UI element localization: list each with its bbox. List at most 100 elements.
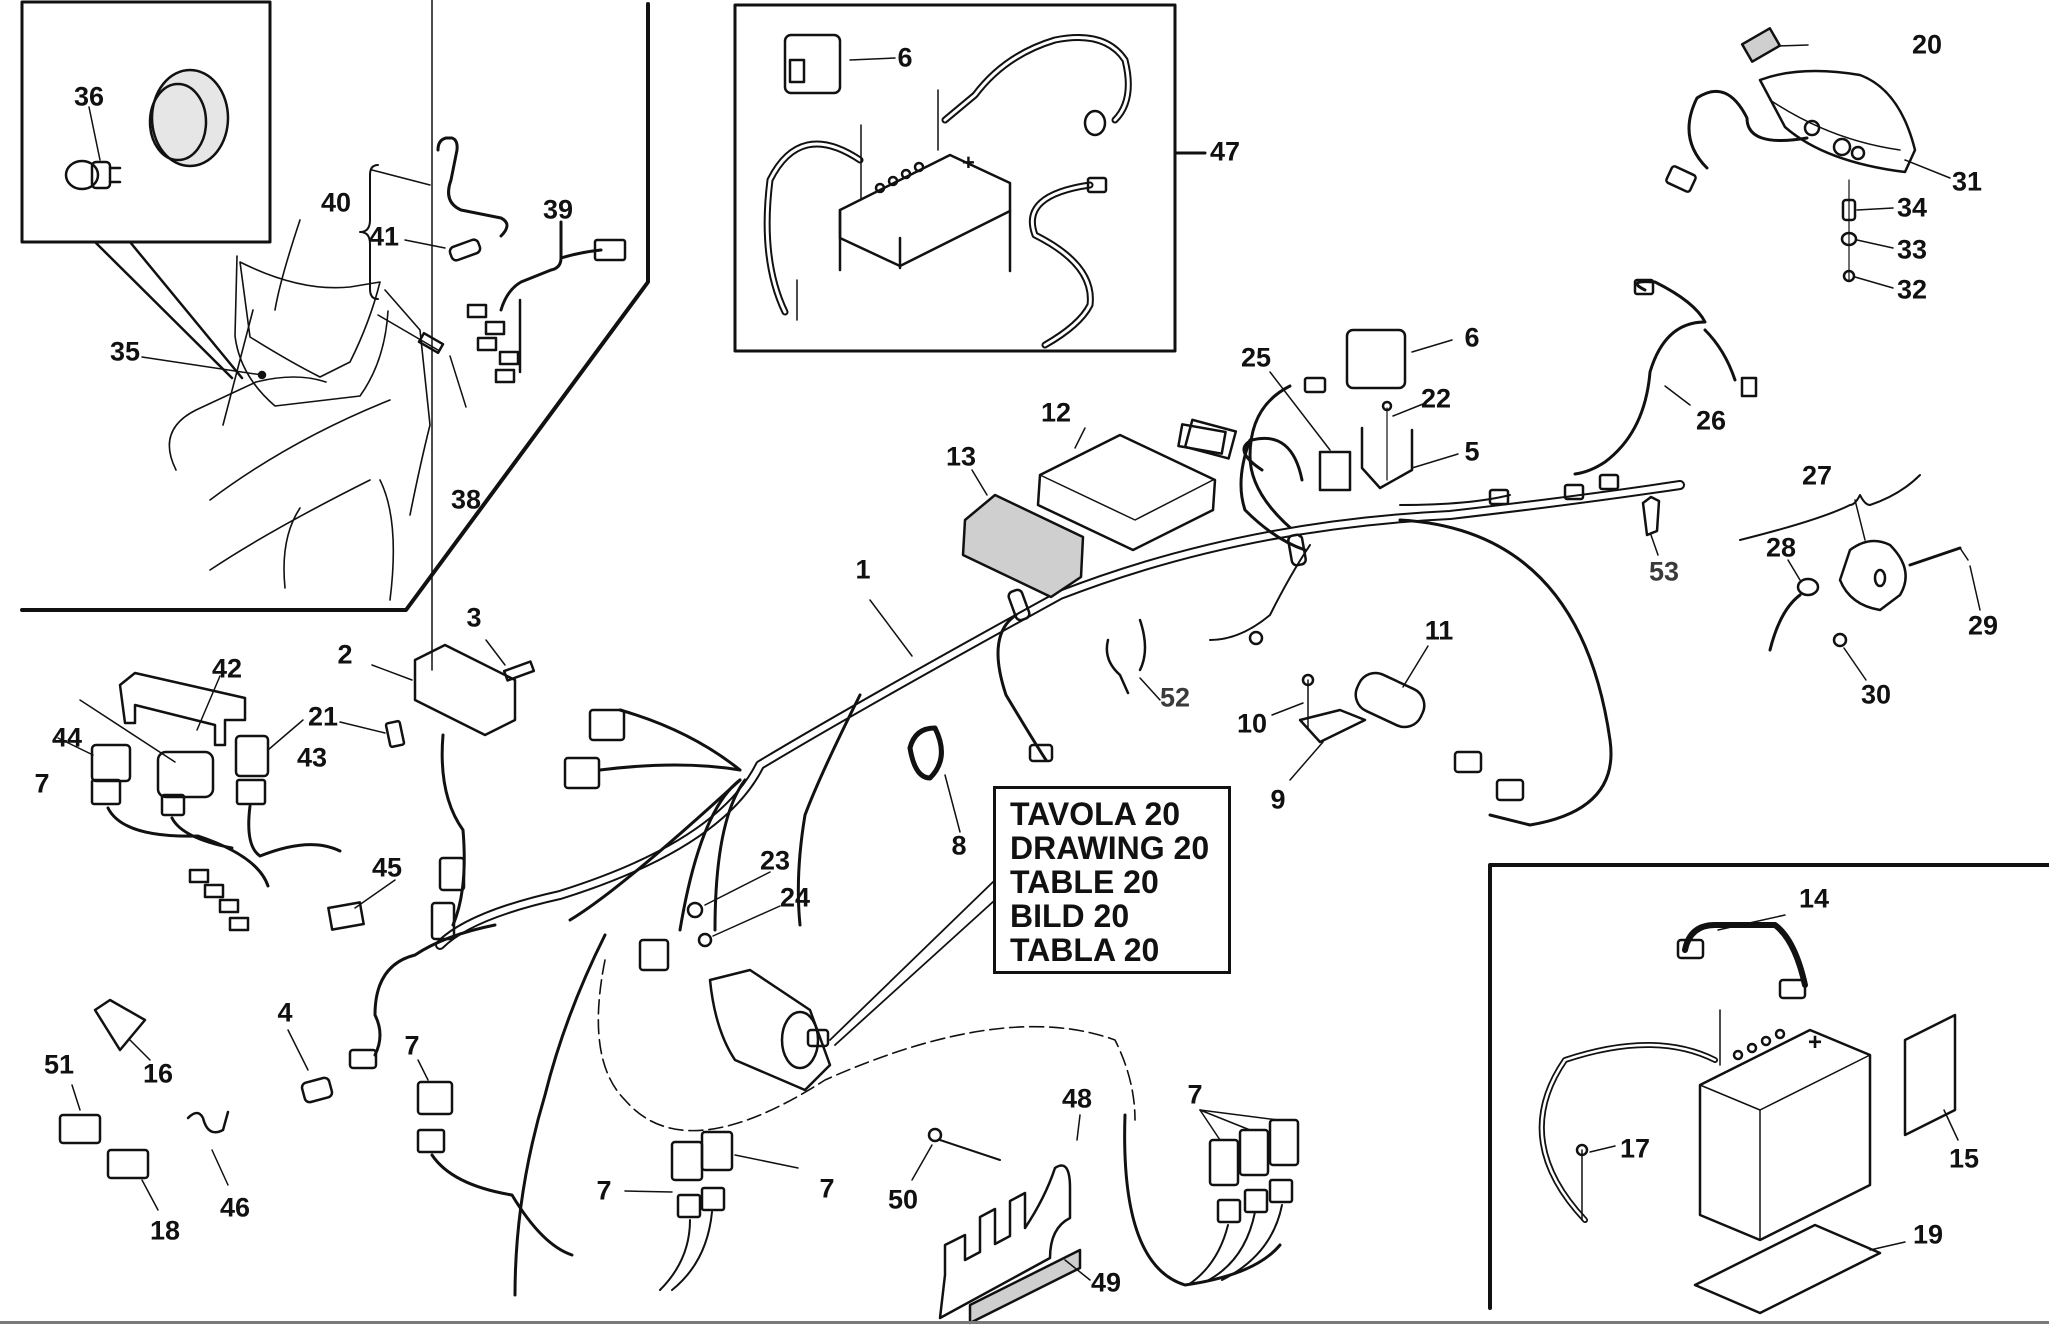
reference-line-english-table: TABLE 20 bbox=[1010, 864, 1159, 900]
part-label-27: 27 bbox=[1801, 460, 1833, 491]
part-label-14: 14 bbox=[1798, 883, 1830, 914]
clip-21-icon bbox=[339, 719, 406, 749]
part-label-35: 35 bbox=[109, 336, 141, 367]
part-label-48: 48 bbox=[1061, 1083, 1093, 1114]
sensor-11-cluster bbox=[1271, 645, 1525, 802]
reference-line-italian: TAVOLA 20 bbox=[1010, 796, 1181, 832]
part-label-7-middle: 7 bbox=[404, 1030, 420, 1061]
battery-kit-panel: + bbox=[733, 3, 1207, 353]
front-fairing-outline bbox=[168, 219, 431, 601]
part-label-6-relay: 6 bbox=[1464, 322, 1480, 353]
part-label-51: 51 bbox=[43, 1049, 75, 1080]
screw-38-icon bbox=[417, 331, 445, 355]
starter-motor-icon bbox=[686, 871, 996, 1092]
part-label-11: 11 bbox=[1424, 615, 1454, 646]
part-label-16: 16 bbox=[142, 1058, 174, 1089]
relay-bracket-cluster bbox=[1177, 278, 1758, 556]
relays-7-bottom-left bbox=[624, 1130, 799, 1291]
part-label-23: 23 bbox=[759, 845, 791, 876]
part-label-52: 52 bbox=[1159, 682, 1191, 713]
part-label-12: 12 bbox=[1040, 397, 1072, 428]
part-label-38: 38 bbox=[450, 484, 482, 515]
headlight-lens-ring-icon bbox=[148, 68, 230, 168]
part-label-45: 45 bbox=[371, 852, 403, 883]
reference-line-english-drawing: DRAWING 20 bbox=[1010, 830, 1210, 866]
part-label-4: 4 bbox=[277, 997, 293, 1028]
position-light-cable-icon bbox=[436, 136, 509, 238]
bracket-48-icon bbox=[938, 1114, 1081, 1320]
bottom-rule bbox=[0, 1321, 2049, 1324]
drawing-reference-box: TAVOLA 20 DRAWING 20 TABLE 20 BILD 20 TA… bbox=[993, 786, 1231, 974]
battery-kit-battery-icon: + bbox=[838, 150, 1012, 273]
part-label-10: 10 bbox=[1236, 708, 1268, 739]
part-label-6-kit: 6 bbox=[897, 42, 913, 73]
part-label-26: 26 bbox=[1695, 405, 1727, 436]
part-label-7-right: 7 bbox=[1187, 1079, 1203, 1110]
part-label-22: 22 bbox=[1420, 383, 1452, 414]
battery-panel: + bbox=[1488, 863, 2049, 1315]
headlight-inset-panel bbox=[20, 0, 650, 612]
part-label-5: 5 bbox=[1464, 436, 1480, 467]
svg-text:+: + bbox=[1808, 1029, 1822, 1056]
part-label-30: 30 bbox=[1860, 679, 1892, 710]
position-bulb-icon bbox=[448, 238, 482, 262]
part-label-28: 28 bbox=[1765, 532, 1797, 563]
part-label-3: 3 bbox=[466, 602, 482, 633]
part-label-34: 34 bbox=[1896, 192, 1928, 223]
part-label-49: 49 bbox=[1090, 1267, 1122, 1298]
part-label-2: 2 bbox=[337, 639, 353, 670]
clip-52-icon bbox=[1105, 618, 1161, 701]
part-label-32: 32 bbox=[1896, 274, 1928, 305]
part-label-13: 13 bbox=[945, 441, 977, 472]
part-label-53: 53 bbox=[1648, 556, 1680, 587]
part-label-7-left: 7 bbox=[34, 768, 50, 799]
relay-7-middle bbox=[416, 1059, 574, 1257]
svg-text:+: + bbox=[962, 150, 975, 175]
part-label-21: 21 bbox=[307, 701, 339, 732]
reference-line-spanish: TABLA 20 bbox=[1010, 932, 1160, 968]
part-label-9: 9 bbox=[1270, 784, 1286, 815]
main-wiring-harness bbox=[435, 438, 1685, 972]
part-label-7-bottom-a: 7 bbox=[596, 1175, 612, 1206]
part-label-47: 47 bbox=[1209, 136, 1241, 167]
relay-6-icon bbox=[783, 33, 896, 95]
tail-light-icon bbox=[1665, 27, 1951, 289]
part-label-25: 25 bbox=[1240, 342, 1272, 373]
part-label-36: 36 bbox=[73, 81, 105, 112]
part-label-39: 39 bbox=[542, 194, 574, 225]
bulb-detail-box bbox=[20, 0, 272, 244]
relays-7-bottom-right bbox=[1187, 1109, 1300, 1286]
relay-group-left bbox=[57, 671, 396, 932]
reference-line-german: BILD 20 bbox=[1010, 898, 1130, 934]
part-label-19: 19 bbox=[1912, 1219, 1944, 1250]
pad-49-icon bbox=[968, 1248, 1091, 1325]
part-label-1: 1 bbox=[855, 554, 871, 585]
headlight-bulb-icon bbox=[64, 106, 122, 191]
rivet-50-icon bbox=[911, 1127, 1001, 1181]
battery-strap-icon bbox=[1682, 922, 1808, 988]
part-label-33: 33 bbox=[1896, 234, 1928, 265]
ignition-lock-cluster bbox=[1739, 474, 1981, 681]
part-label-7-bottom-b: 7 bbox=[819, 1173, 835, 1204]
part-label-20: 20 bbox=[1911, 29, 1943, 60]
ecu-12-icon bbox=[1036, 418, 1238, 552]
sensor-4-icon bbox=[300, 1076, 334, 1104]
part-label-8: 8 bbox=[951, 830, 967, 861]
part-label-24: 24 bbox=[779, 882, 811, 913]
part-label-42: 42 bbox=[211, 653, 243, 684]
part-label-29: 29 bbox=[1967, 610, 1999, 641]
part-label-40: 40 bbox=[320, 187, 352, 218]
part-label-50: 50 bbox=[887, 1184, 919, 1215]
part-label-15: 15 bbox=[1948, 1143, 1980, 1174]
part-label-44: 44 bbox=[51, 722, 83, 753]
band-clamp-8-icon bbox=[907, 725, 961, 833]
small-parts-bottom-left bbox=[58, 923, 497, 1211]
battery-icon: + bbox=[1698, 1028, 1872, 1242]
part-label-17: 17 bbox=[1619, 1133, 1651, 1164]
voltage-regulator-icon bbox=[371, 0, 536, 941]
part-label-43: 43 bbox=[296, 742, 328, 773]
ecu-13-icon bbox=[961, 469, 1085, 599]
ground-cable-dashed bbox=[597, 959, 1136, 1132]
part-label-31: 31 bbox=[1951, 166, 1983, 197]
